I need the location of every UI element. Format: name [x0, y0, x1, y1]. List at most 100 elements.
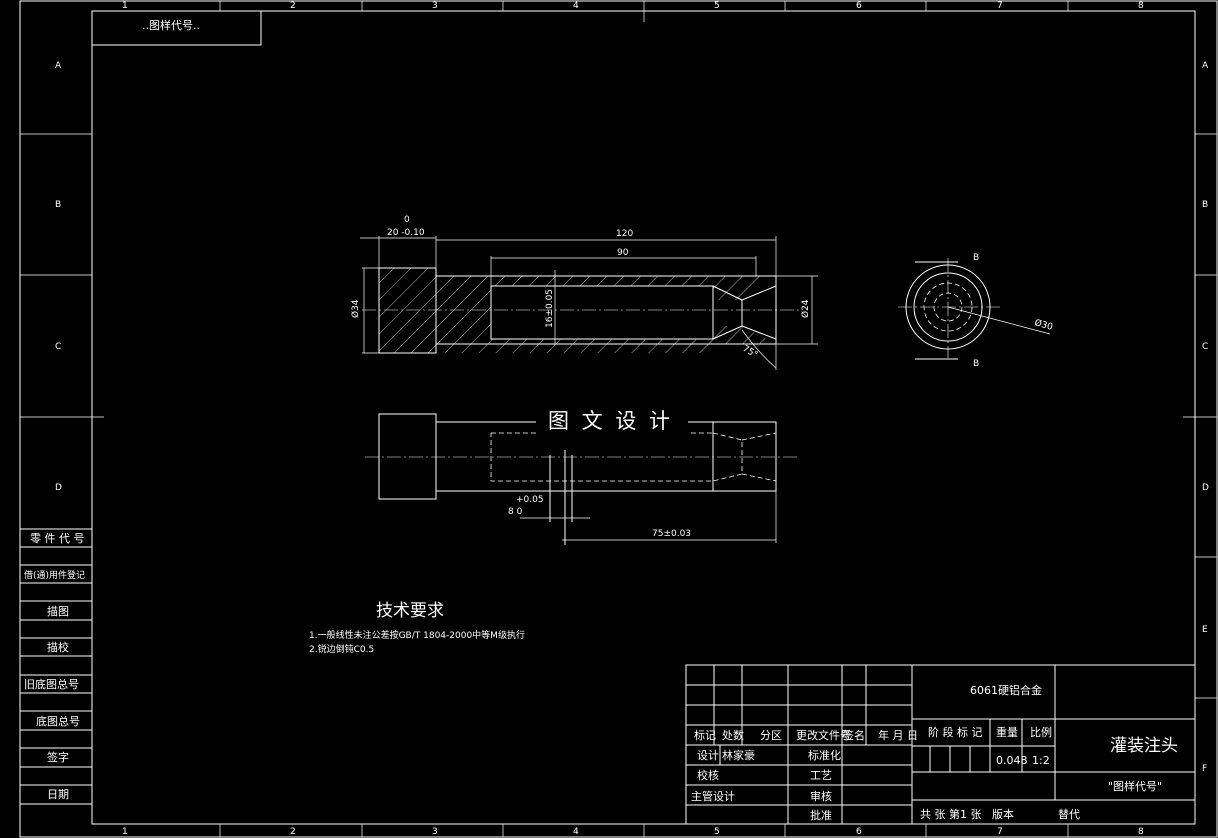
- tech-req-line-1: 1.一般线性未注公差按GB/T 1804-2000中等M级执行: [309, 629, 525, 641]
- left-panel: 零 件 代 号 借(通)用件登记 描图 描校 旧底图总号 底图总号 签字 日期: [20, 528, 92, 805]
- dim-bore-diameter: 16±0.05: [545, 289, 555, 328]
- panel-sign: 签字: [47, 750, 69, 764]
- dim-tip-diameter: Ø24: [800, 299, 811, 318]
- lower-hidden-bore: [490, 432, 714, 482]
- hdr-count: 处数: [722, 729, 744, 742]
- zone-row-d: D: [55, 483, 62, 493]
- lower-flange: [378, 413, 437, 500]
- dim-position-length: 75±0.03: [652, 529, 691, 539]
- zone-row-c-right: C: [1202, 342, 1208, 352]
- label-design: 设计: [697, 749, 719, 762]
- panel-trace: 描图: [47, 604, 69, 618]
- watermark-text: 图 文 设 计: [548, 409, 673, 433]
- zone-col-4: 4: [573, 1, 579, 11]
- technical-requirements: 技术要求 1.一般线性未注公差按GB/T 1804-2000中等M级执行 2.锐…: [309, 601, 525, 655]
- dim-tol-base: 8 0: [508, 507, 523, 517]
- zone-col-7-bottom: 7: [997, 827, 1003, 837]
- inner-frame: [91, 10, 1196, 825]
- part-name: 灌装注头: [1110, 736, 1178, 756]
- hatch-neck: [436, 276, 491, 353]
- lower-view: +0.05 8 0 75±0.03 图 文 设 计: [365, 404, 800, 545]
- section-label-top: B: [973, 253, 979, 263]
- tip-cone-top: [741, 285, 777, 301]
- leader-circle: [947, 306, 1051, 335]
- hatch-wall-top: [491, 276, 713, 286]
- zone-col-1: 1: [122, 1, 128, 11]
- panel-common-reg: 借(通)用件登记: [24, 569, 85, 581]
- hdr-date: 年 月 日: [878, 728, 918, 742]
- zone-col-7: 7: [997, 1, 1003, 11]
- hdr-change-doc: 更改文件号: [796, 728, 851, 742]
- zone-col-3: 3: [432, 1, 438, 11]
- hdr-zone: 分区: [760, 729, 782, 742]
- drawing-code: "图样代号": [1108, 779, 1162, 793]
- bore-outline: [490, 285, 714, 340]
- zone-col-5: 5: [714, 1, 720, 11]
- zone-rows-right: A B C D E F: [1183, 61, 1217, 774]
- label-standard: 标准化: [808, 748, 841, 762]
- dim-flange-length: 20 -0.10: [387, 228, 425, 238]
- hdr-sign: 签名: [843, 728, 865, 742]
- panel-old-base: 旧底图总号: [24, 677, 79, 691]
- zone-row-a: A: [55, 61, 62, 71]
- section-label-bottom: B: [973, 359, 979, 369]
- hatch-tip-top: [713, 276, 776, 300]
- label-review: 审核: [810, 789, 832, 803]
- dim-overall-length: 120: [616, 229, 633, 239]
- zone-row-b-right: B: [1202, 200, 1208, 210]
- dim-tol-upper: +0.05: [516, 495, 544, 505]
- corner-stamp: ..图样代号..: [91, 10, 262, 46]
- label-weight: 重量: [996, 725, 1018, 739]
- main-section-view: 0 20 -0.10 120 90 Ø34 16±0.05 Ø24 75°: [350, 215, 818, 370]
- panel-base-total: 底图总号: [36, 714, 80, 728]
- zone-col-1-bottom: 1: [122, 827, 128, 837]
- label-stage: 阶 段 标 记: [928, 725, 983, 739]
- label-chief: 主管设计: [691, 789, 735, 803]
- title-block: 标记 处数 分区 更改文件号 签名 年 月 日 设计 林家豪 标准化 校核 工艺…: [685, 664, 1196, 825]
- zone-col-5-bottom: 5: [714, 827, 720, 837]
- label-version: 版本: [992, 807, 1014, 821]
- tech-req-line-2: 2.锐边倒钝C0.5: [309, 643, 374, 655]
- zone-col-4-bottom: 4: [573, 827, 579, 837]
- zone-row-a-right: A: [1202, 61, 1209, 71]
- label-approve: 批准: [810, 808, 832, 822]
- zone-col-8-bottom: 8: [1138, 827, 1144, 837]
- label-replace: 替代: [1058, 807, 1080, 821]
- angle-arc: [741, 329, 777, 369]
- tip-cone-bottom: [741, 325, 777, 340]
- end-view: B B Ø30: [898, 253, 1054, 369]
- label-scale: 比例: [1030, 725, 1052, 739]
- value-designer: 林家豪: [722, 748, 755, 762]
- zone-row-d-right: D: [1202, 483, 1209, 493]
- zone-row-f-right: F: [1202, 764, 1207, 774]
- value-weight: 0.048: [996, 754, 1028, 767]
- hdr-mark: 标记: [694, 728, 716, 742]
- zone-col-6-bottom: 6: [856, 827, 862, 837]
- label-check: 校核: [697, 768, 719, 782]
- dim-top-tolerance: 0: [404, 215, 410, 225]
- zone-col-6: 6: [856, 1, 862, 11]
- panel-trace-check: 描校: [47, 640, 69, 654]
- zone-col-8: 8: [1138, 1, 1144, 11]
- panel-date: 日期: [47, 788, 69, 801]
- svg-text:..图样代号..: ..图样代号..: [142, 18, 200, 32]
- hatch-wall-bottom: [491, 339, 713, 353]
- dim-cone-angle: 75°: [741, 344, 760, 361]
- dim-flange-diameter: Ø34: [350, 299, 361, 318]
- watermark-bg: [536, 404, 688, 434]
- tech-req-title: 技术要求: [376, 601, 444, 621]
- sheet-count: 共 张 第1 张: [920, 807, 982, 821]
- value-scale: 1:2: [1032, 754, 1050, 767]
- hatch-tip-bottom: [713, 326, 776, 344]
- zone-col-2: 2: [290, 1, 296, 11]
- zone-rows-left: A B C D: [20, 61, 104, 493]
- zone-row-b: B: [55, 200, 61, 210]
- zone-columns-bottom: 1 2 3 4 5 6 7 8: [122, 824, 1144, 837]
- zone-row-c: C: [55, 342, 61, 352]
- zone-row-e-right: E: [1202, 625, 1208, 635]
- zone-columns-top: 1 2 3 4 5 6 7 8: [122, 1, 1144, 22]
- tip-cone: [712, 285, 743, 340]
- panel-part-code: 零 件 代 号: [30, 532, 85, 545]
- dim-end-diameter: Ø30: [1033, 317, 1054, 332]
